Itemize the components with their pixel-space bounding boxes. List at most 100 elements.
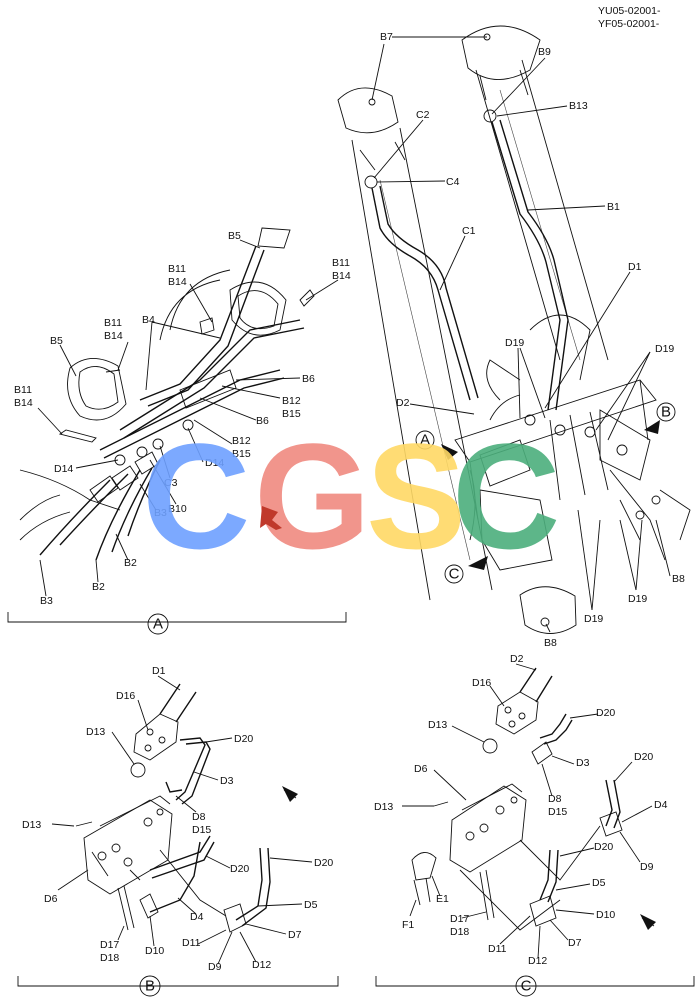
label-c-d18: D18 (450, 926, 469, 938)
view-b-drawing (75, 683, 298, 933)
label-b-d11: D11 (182, 937, 201, 949)
label-a-b10: B10 (168, 503, 187, 515)
label-c-d12: D12 (528, 955, 547, 967)
label-b-d10: D10 (145, 945, 164, 957)
label-main-b8-a: B8 (672, 573, 685, 585)
watermark-letter-3: S (366, 412, 466, 580)
label-main-b8-b: B8 (544, 637, 557, 649)
label-a-b15-2: B15 (232, 448, 251, 460)
label-b-d8: D8 (192, 811, 206, 823)
label-b-d20-2: D20 (314, 857, 333, 869)
view-b-circle (139, 975, 161, 997)
view-b-leaders (51, 675, 313, 965)
label-main-b1: B1 (607, 201, 620, 213)
label-b-d12: D12 (252, 959, 271, 971)
label-b-d3: D3 (220, 775, 234, 787)
label-b-d5: D5 (304, 899, 318, 911)
label-main-d1: D1 (628, 261, 642, 273)
view-c-drawing (411, 667, 656, 931)
label-b-d13-1: D13 (86, 726, 105, 738)
label-c-e1: E1 (436, 893, 449, 905)
view-b-bracket (17, 976, 339, 987)
label-main-d19-c: D19 (628, 593, 647, 605)
label-a-d14-1: D14 (205, 457, 224, 469)
view-marker-b-label: B (661, 404, 671, 421)
watermark-letter-1: C (142, 412, 250, 580)
view-b-title: B (145, 978, 155, 995)
label-c-d17: D17 (450, 913, 469, 925)
label-b-d15: D15 (192, 824, 211, 836)
label-b-d17: D17 (100, 939, 119, 951)
watermark-letter-4: C (452, 412, 560, 580)
view-marker-c (444, 564, 464, 584)
label-a-b11-2: B11 (332, 257, 350, 269)
view-marker-b (656, 402, 676, 422)
label-main-b13: B13 (569, 100, 588, 112)
label-main-c4: C4 (446, 176, 460, 188)
view-a-bracket (7, 612, 347, 623)
view-c-circle (515, 975, 537, 997)
watermark-logo: C G S C (142, 412, 560, 580)
label-c-d13-1: D13 (428, 719, 447, 731)
label-c-d20-2: D20 (634, 751, 653, 763)
label-b-d20-3: D20 (230, 863, 249, 875)
label-a-b11-3: B11 (104, 317, 122, 329)
label-a-b11-1: B11 (168, 263, 186, 275)
label-main-b7: B7 (380, 31, 393, 43)
label-a-b11-4: B11 (14, 384, 32, 396)
view-a-drawing (19, 227, 315, 561)
label-c-f1: F1 (402, 919, 414, 931)
label-c-d6: D6 (414, 763, 428, 775)
view-marker-a (415, 430, 435, 450)
label-b-d4: D4 (190, 911, 204, 923)
view-marker-a-label: A (420, 432, 430, 449)
label-c-d5: D5 (592, 877, 606, 889)
label-c-d15: D15 (548, 806, 567, 818)
label-b-d20-1: D20 (234, 733, 253, 745)
label-c-d16: D16 (472, 677, 491, 689)
watermark-letter-2: G (254, 412, 371, 580)
view-c-leaders (402, 663, 653, 959)
view-c-bracket (375, 976, 695, 987)
label-a-b3-1: B3 (154, 507, 167, 519)
label-a-b6-2: B6 (256, 415, 269, 427)
label-main-b9: B9 (538, 46, 551, 58)
label-main-d19-b: D19 (655, 343, 674, 355)
label-a-b4: B4 (142, 314, 155, 326)
label-a-c3: C3 (164, 477, 178, 489)
label-a-b12-1: B12 (282, 395, 301, 407)
label-c-d20-1: D20 (596, 707, 615, 719)
label-b-d18: D18 (100, 952, 119, 964)
label-c-d13-2: D13 (374, 801, 393, 813)
label-a-b14-2: B14 (332, 270, 351, 282)
label-a-b6-1: B6 (302, 373, 315, 385)
label-b-d13-2: D13 (22, 819, 41, 831)
view-a-title: A (153, 616, 163, 633)
label-a-d14-2: D14 (54, 463, 73, 475)
model-code-1: YU05-02001- (598, 5, 661, 17)
label-c-d20-3: D20 (594, 841, 613, 853)
label-b-d6: D6 (44, 893, 58, 905)
label-c-d2: D2 (510, 653, 524, 665)
label-main-c1: C1 (462, 225, 476, 237)
main-view-drawing (337, 25, 691, 634)
label-c-d9: D9 (640, 861, 654, 873)
label-b-d7: D7 (288, 929, 302, 941)
label-main-d2: D2 (396, 397, 410, 409)
view-marker-c-label: C (449, 566, 460, 583)
label-a-b5-top: B5 (228, 230, 241, 242)
view-a-leaders (37, 239, 339, 597)
label-c-d8: D8 (548, 793, 562, 805)
model-code-2: YF05-02001- (598, 18, 660, 30)
label-c-d10: D10 (596, 909, 615, 921)
label-c-d7: D7 (568, 937, 582, 949)
label-c-d11: D11 (488, 943, 507, 955)
label-c-d4: D4 (654, 799, 668, 811)
label-a-b3-2: B3 (40, 595, 53, 607)
label-c-d3: D3 (576, 757, 590, 769)
label-a-b5-left: B5 (50, 335, 63, 347)
label-main-d19-a: D19 (505, 337, 524, 349)
red-arrow-icon (260, 506, 282, 530)
label-a-b15-1: B15 (282, 408, 301, 420)
